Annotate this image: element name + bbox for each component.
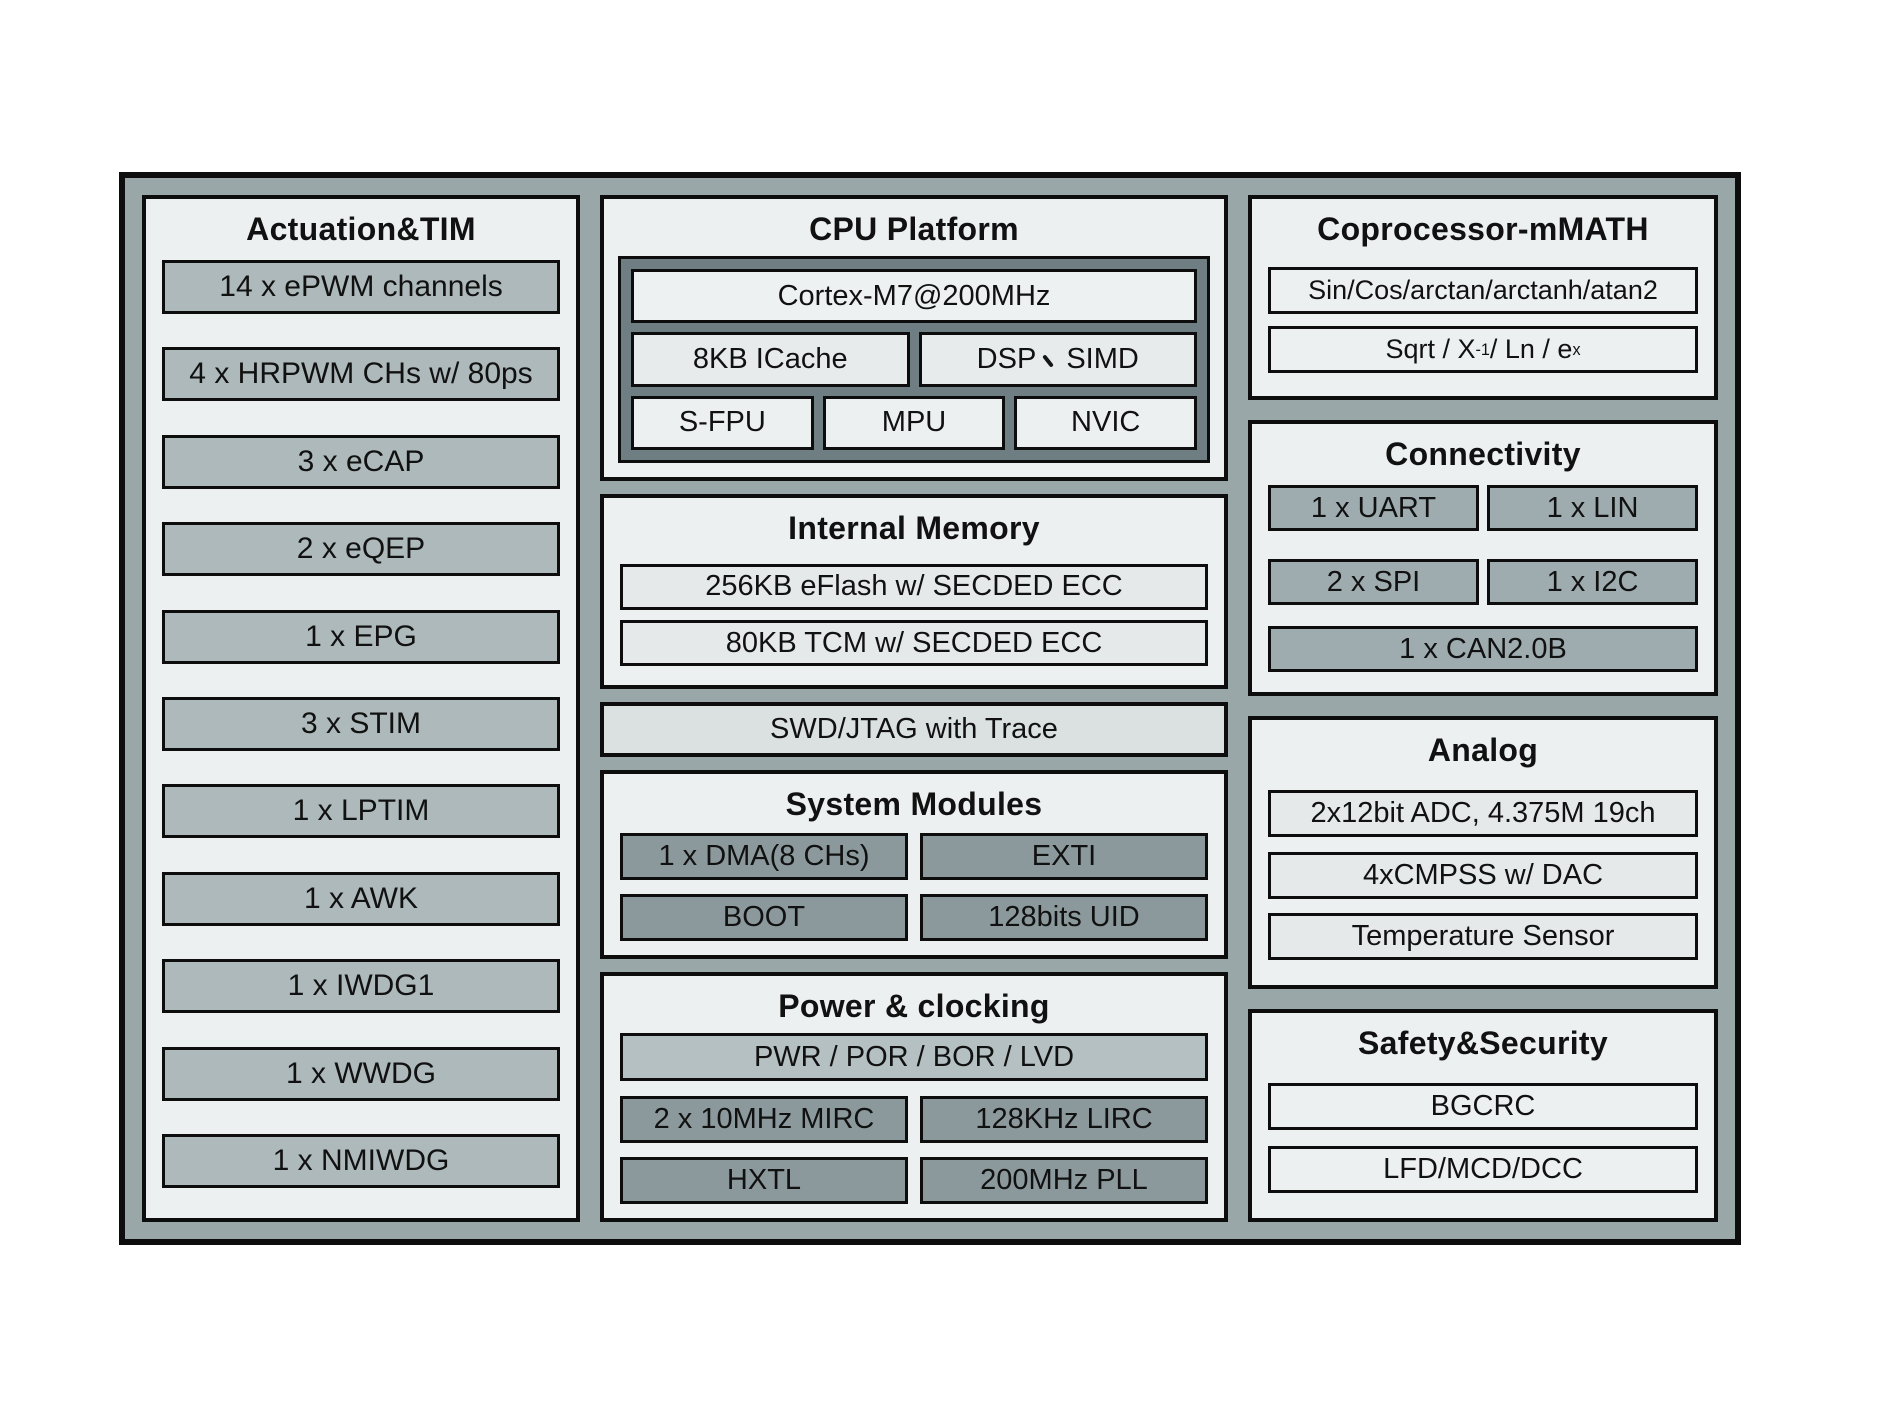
simd-label: SIMD xyxy=(1066,342,1139,375)
panel-title: Safety&Security xyxy=(1358,1025,1608,1061)
panel-safety-security: Safety&Security BGCRC LFD/MCD/DCC xyxy=(1248,1009,1718,1222)
clk-pll-box: 200MHz PLL xyxy=(920,1157,1208,1204)
analog-cmpss-box: 4xCMPSS w/ DAC xyxy=(1268,851,1698,899)
sys-uid-box: 128bits UID xyxy=(920,894,1208,941)
safety-lfd-box: LFD/MCD/DCC xyxy=(1268,1145,1698,1193)
panel-cpu-platform: CPU Platform Cortex-M7@200MHz 8KB ICache… xyxy=(600,195,1228,481)
panel-title: Coprocessor-mMATH xyxy=(1317,211,1649,247)
panel-title: Internal Memory xyxy=(788,510,1040,546)
cpu-row-units: S-FPU MPU NVIC xyxy=(631,395,1198,450)
cpu-row-core: Cortex-M7@200MHz xyxy=(631,269,1197,324)
item-wwdg: 1 x WWDG xyxy=(162,1046,560,1101)
panel-title: Connectivity xyxy=(1385,436,1581,472)
panel-coprocessor-mmath: Coprocessor-mMATH Sin/Cos/arctan/arctanh… xyxy=(1248,195,1718,400)
panel-power-clocking: Power & clocking PWR / POR / BOR / LVD 2… xyxy=(600,972,1228,1222)
cpu-core-box: Cortex-M7@200MHz xyxy=(631,269,1197,324)
clk-hxtl-box: HXTL xyxy=(620,1157,908,1204)
math-sup: x xyxy=(1572,340,1581,359)
pwr-por-bor-lvd-box: PWR / POR / BOR / LVD xyxy=(620,1033,1208,1081)
coprocessor-item-list: Sin/Cos/arctan/arctanh/atan2 Sqrt / X-1 … xyxy=(1252,254,1714,396)
sys-dma-box: 1 x DMA(8 CHs) xyxy=(620,833,908,880)
math-seg: Sqrt / X xyxy=(1385,334,1476,365)
copro-trig-box: Sin/Cos/arctan/arctanh/atan2 xyxy=(1268,266,1698,314)
panel-internal-memory: Internal Memory 256KB eFlash w/ SECDED E… xyxy=(600,494,1228,689)
clk-lirc-box: 128KHz LIRC xyxy=(920,1096,1208,1143)
panel-title: CPU Platform xyxy=(809,211,1019,247)
sys-exti-box: EXTI xyxy=(920,833,1208,880)
conn-uart-box: 1 x UART xyxy=(1268,485,1479,531)
system-item-grid: 1 x DMA(8 CHs) EXTI BOOT 128bits UID xyxy=(604,829,1224,957)
item-iwdg1: 1 x IWDG1 xyxy=(162,959,560,1014)
clk-mirc-box: 2 x 10MHz MIRC xyxy=(620,1096,908,1143)
connectivity-item-grid: 1 x UART 1 x LIN 2 x SPI 1 x I2C xyxy=(1252,479,1714,605)
cpu-core-container: Cortex-M7@200MHz 8KB ICache DSP SIMD S-FP… xyxy=(618,256,1210,463)
item-hrpwm-chs: 4 x HRPWM CHs w/ 80ps xyxy=(162,347,560,402)
clock-item-grid: 2 x 10MHz MIRC 128KHz LIRC HXTL 200MHz P… xyxy=(604,1081,1224,1220)
panel-actuation-tim: Actuation&TIM 14 x ePWM channels 4 x HRP… xyxy=(142,195,580,1222)
mem-tcm-box: 80KB TCM w/ SECDED ECC xyxy=(620,620,1208,667)
item-lptim: 1 x LPTIM xyxy=(162,784,560,839)
cpu-sfpu-box: S-FPU xyxy=(631,395,814,450)
cpu-mpu-box: MPU xyxy=(822,395,1006,450)
panel-connectivity: Connectivity 1 x UART 1 x LIN 2 x SPI 1 … xyxy=(1248,420,1718,696)
conn-lin-box: 1 x LIN xyxy=(1487,485,1698,531)
item-epg: 1 x EPG xyxy=(162,609,560,664)
cpu-row-features: 8KB ICache DSP SIMD xyxy=(631,332,1197,387)
analog-temp-box: Temperature Sensor xyxy=(1268,913,1698,961)
chip-frame: Actuation&TIM 14 x ePWM channels 4 x HRP… xyxy=(119,172,1741,1245)
sys-boot-box: BOOT xyxy=(620,894,908,941)
middle-column: CPU Platform Cortex-M7@200MHz 8KB ICache… xyxy=(600,195,1228,1222)
dsp-label: DSP xyxy=(976,342,1037,375)
cpu-nvic-box: NVIC xyxy=(1014,395,1198,450)
safety-bgcrc-box: BGCRC xyxy=(1268,1083,1698,1131)
spacer xyxy=(1252,605,1714,626)
mem-eflash-box: 256KB eFlash w/ SECDED ECC xyxy=(620,563,1208,610)
panel-system-modules: System Modules 1 x DMA(8 CHs) EXTI BOOT … xyxy=(600,770,1228,959)
memory-item-list: 256KB eFlash w/ SECDED ECC 80KB TCM w/ S… xyxy=(604,553,1224,685)
item-stim: 3 x STIM xyxy=(162,696,560,751)
swd-jtag-box: SWD/JTAG with Trace xyxy=(600,702,1228,757)
conn-spi-box: 2 x SPI xyxy=(1268,559,1479,605)
cpu-icache-box: 8KB ICache xyxy=(631,332,910,387)
panel-title: Power & clocking xyxy=(778,988,1050,1024)
item-awk: 1 x AWK xyxy=(162,871,560,926)
cpu-dsp-simd-box: DSP SIMD xyxy=(918,332,1197,387)
right-column: Coprocessor-mMATH Sin/Cos/arctan/arctanh… xyxy=(1248,195,1718,1222)
conn-can-box: 1 x CAN2.0B xyxy=(1268,626,1698,672)
item-eqep: 2 x eQEP xyxy=(162,522,560,577)
item-nmiwdg: 1 x NMIWDG xyxy=(162,1133,560,1188)
item-epwm-channels: 14 x ePWM channels xyxy=(162,260,560,314)
panel-title: Analog xyxy=(1427,732,1539,768)
safety-item-list: BGCRC LFD/MCD/DCC xyxy=(1252,1068,1714,1218)
analog-item-list: 2x12bit ADC, 4.375M 19ch 4xCMPSS w/ DAC … xyxy=(1252,775,1714,985)
panel-title: Actuation&TIM xyxy=(246,211,476,247)
conn-i2c-box: 1 x I2C xyxy=(1487,559,1698,605)
math-seg: / Ln / e xyxy=(1489,334,1573,365)
ideographic-comma-icon xyxy=(1041,345,1057,373)
panel-analog: Analog 2x12bit ADC, 4.375M 19ch 4xCMPSS … xyxy=(1248,716,1718,989)
actuation-item-list: 14 x ePWM channels 4 x HRPWM CHs w/ 80ps… xyxy=(146,254,576,1218)
item-ecap: 3 x eCAP xyxy=(162,434,560,489)
analog-adc-box: 2x12bit ADC, 4.375M 19ch xyxy=(1268,789,1698,837)
panel-title: System Modules xyxy=(785,786,1043,822)
math-sup: -1 xyxy=(1475,340,1490,359)
